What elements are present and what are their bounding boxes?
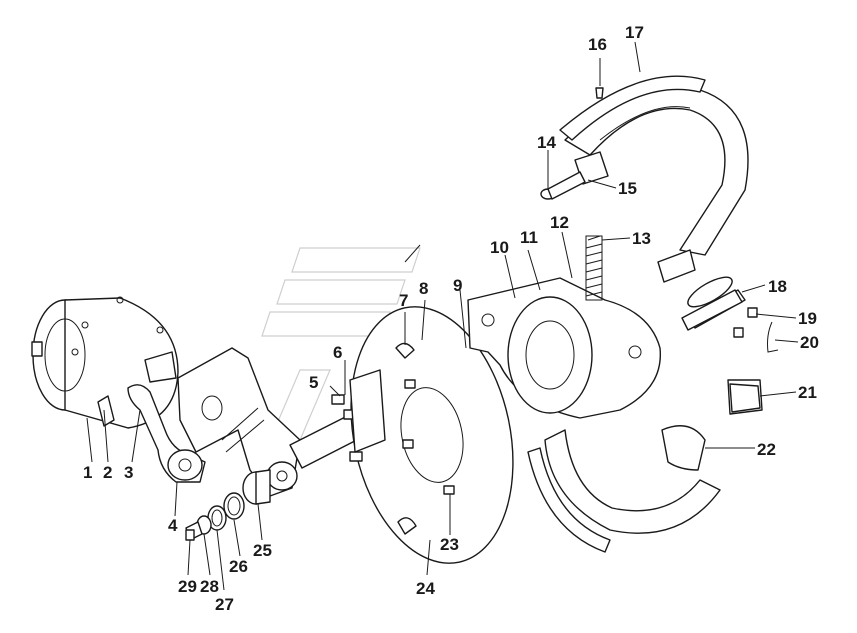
- dust-shield: [350, 306, 514, 564]
- callout-10: 10: [490, 238, 509, 257]
- callout-28: 28: [200, 577, 219, 596]
- seal-ring: [223, 492, 245, 520]
- callout-23: 23: [440, 535, 459, 554]
- roller-pin: [729, 383, 761, 413]
- callout-25: 25: [253, 541, 272, 560]
- callout-labels: 1 2 3 4 5 6 7 8 9 10 11 12 13 14 15 16 1…: [83, 23, 819, 614]
- return-spring: [585, 235, 603, 301]
- callout-14: 14: [537, 133, 556, 152]
- callout-22: 22: [757, 440, 776, 459]
- camshaft-bushing: [242, 469, 271, 505]
- callout-19: 19: [798, 309, 817, 328]
- callout-16: 16: [588, 35, 607, 54]
- brake-shoe-lower: [527, 425, 721, 553]
- callout-3: 3: [124, 463, 133, 482]
- callout-21: 21: [798, 383, 817, 402]
- callout-2: 2: [103, 463, 112, 482]
- callout-12: 12: [550, 213, 569, 232]
- brake-shoe-upper: [559, 75, 749, 283]
- roller-pin-large: [681, 289, 743, 331]
- callout-24: 24: [416, 579, 435, 598]
- callout-15: 15: [618, 179, 637, 198]
- clip: [767, 321, 779, 353]
- callout-1: 1: [83, 463, 92, 482]
- callout-29: 29: [178, 577, 197, 596]
- chamber-bracket: [177, 347, 301, 497]
- leader-lines: [86, 41, 799, 591]
- callout-6: 6: [333, 343, 342, 362]
- callout-11: 11: [520, 228, 538, 247]
- callout-26: 26: [229, 557, 248, 576]
- callout-17: 17: [625, 23, 644, 42]
- brake-spider: [467, 277, 662, 419]
- callout-5: 5: [309, 373, 318, 392]
- callout-20: 20: [800, 333, 819, 352]
- small-bolt: [733, 307, 758, 338]
- callout-18: 18: [768, 277, 787, 296]
- slack-adjuster: [127, 384, 206, 483]
- mounting-bolts: [331, 369, 455, 495]
- callout-13: 13: [632, 229, 651, 248]
- callout-9: 9: [453, 276, 462, 295]
- rivet: [595, 87, 604, 99]
- callout-27: 27: [215, 595, 234, 614]
- retaining-bolt: [185, 521, 203, 541]
- callout-4: 4: [168, 516, 178, 535]
- callout-7: 7: [399, 291, 408, 310]
- callout-8: 8: [419, 279, 428, 298]
